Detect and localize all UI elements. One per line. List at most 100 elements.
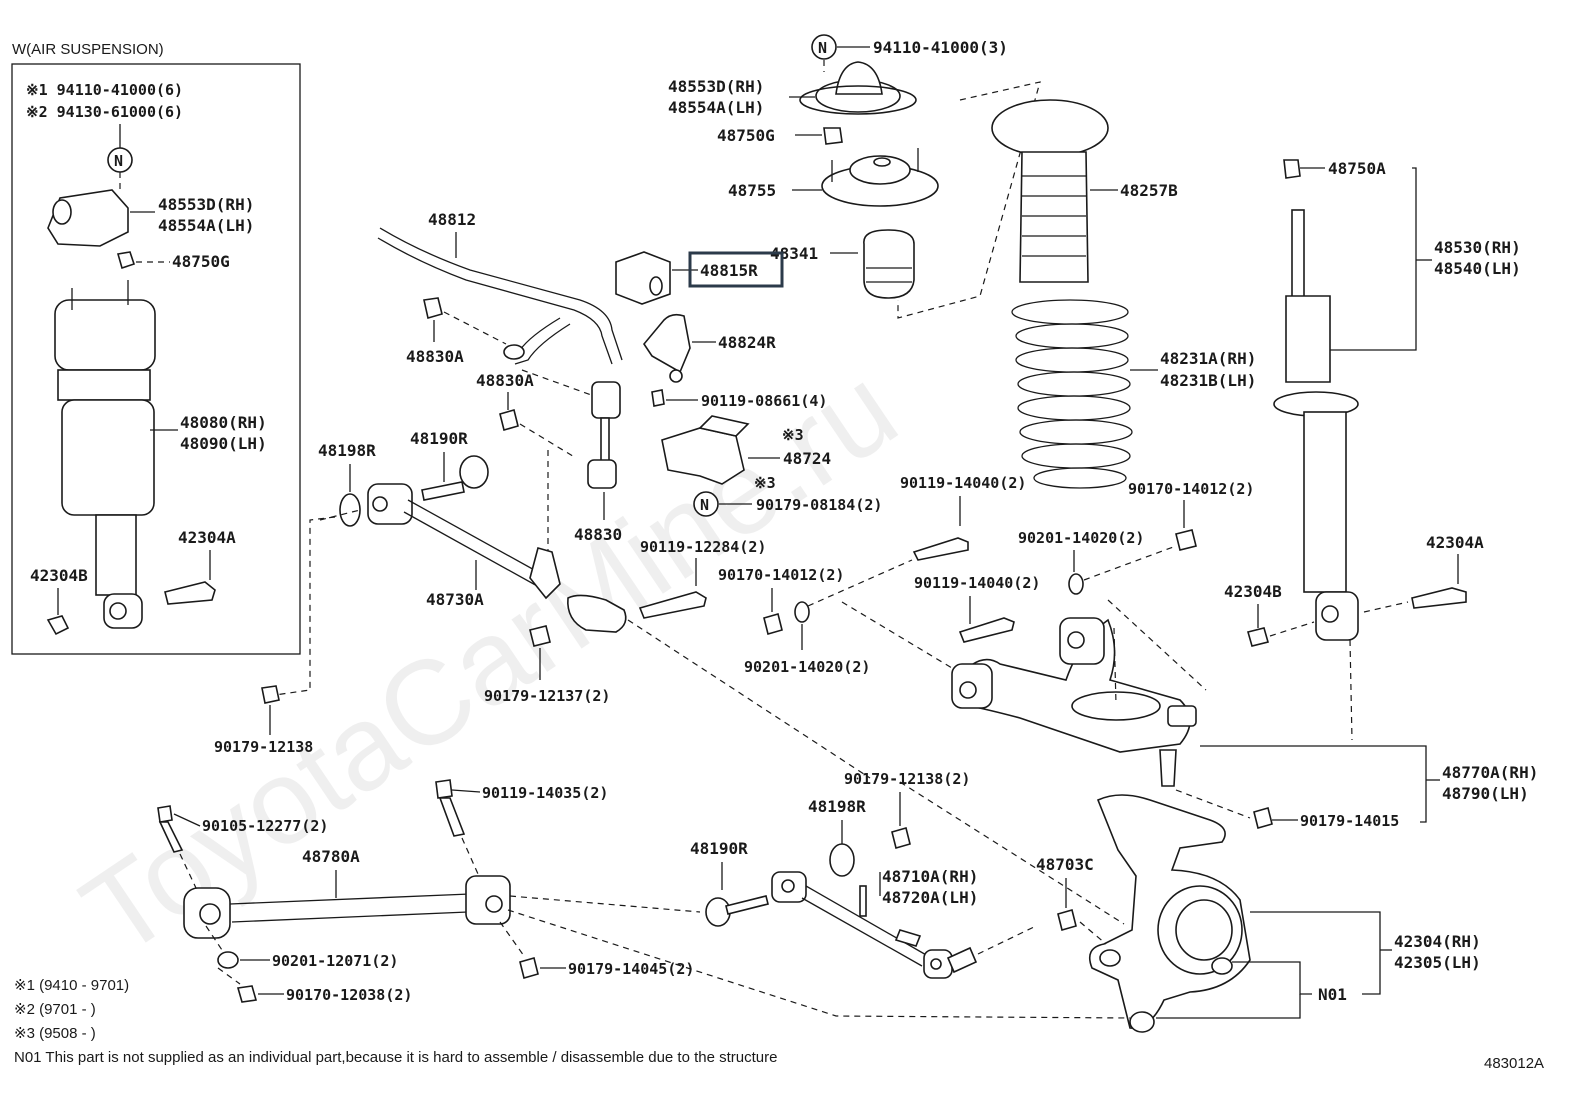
label-bolt-42304a: 42304A	[1426, 533, 1484, 552]
nut-12138-icon	[261, 685, 280, 704]
washer-14020a-icon	[794, 601, 810, 623]
label-cover: 48724	[783, 449, 831, 468]
spring-seat-part	[821, 148, 939, 207]
nut-14012b-icon	[1175, 529, 1197, 551]
label-knuckle-lh: 42305(LH)	[1394, 953, 1481, 972]
n-symbol-8184-text: N	[700, 496, 709, 514]
label-upper-arm-rh: 48770A(RH)	[1442, 763, 1538, 782]
label-nut-14045: 90179-14045(2)	[568, 960, 694, 978]
bound-bumper-part	[863, 229, 915, 299]
label-nut-8184: 90179-08184(2)	[756, 496, 882, 514]
air-bolt-label: 42304A	[178, 528, 236, 547]
label-bolt-14035: 90119-14035(2)	[482, 784, 608, 802]
label-boot: 48257B	[1120, 181, 1178, 200]
cushion-190-part	[421, 455, 489, 501]
air-mount-part	[47, 189, 129, 247]
strut-rod-part	[367, 483, 627, 633]
label-nut-14012a: 90170-14012(2)	[718, 566, 844, 584]
air-mount-lh: 48554A(LH)	[158, 216, 254, 235]
air-note-2: ※2 94130-61000(6)	[26, 103, 183, 121]
label-mount-lh: 48554A(LH)	[668, 98, 764, 117]
label-nut-12138b: 90179-12138(2)	[844, 770, 970, 788]
label-bolt-8661: 90119-08661(4)	[701, 392, 827, 410]
bracket-703-icon	[1057, 909, 1077, 931]
label-spring-rh: 48231A(RH)	[1160, 349, 1256, 368]
label-mount-rh: 48553D(RH)	[668, 77, 764, 96]
air-strut-rh: 48080(RH)	[180, 413, 267, 432]
air-nut2-label: 42304B	[30, 566, 88, 585]
label-lower-rear-lh: 48720A(LH)	[882, 888, 978, 907]
coil-spring-part	[1011, 299, 1133, 489]
label-top-nut: 94110-41000(3)	[873, 38, 1008, 57]
label-nut-12038: 90170-12038(2)	[286, 986, 412, 1004]
label-spring-lh: 48231B(LH)	[1160, 371, 1256, 390]
nut-14012a-icon	[763, 613, 783, 635]
stabilizer-cover-part	[661, 415, 750, 485]
upper-arm-part	[951, 617, 1197, 787]
air-strut-part	[54, 280, 156, 629]
air-note-1: ※1 94110-41000(6)	[26, 81, 183, 99]
nut-a-icon	[1283, 159, 1301, 179]
air-suspension-box	[11, 63, 301, 655]
air-mount-rh: 48553D(RH)	[158, 195, 254, 214]
air-nut2-icon	[46, 615, 70, 636]
label-link-nut-a1: 48830A	[406, 347, 464, 366]
label-washer-14020a: 90201-14020(2)	[744, 658, 870, 676]
footnote-1: ※1 (9410 - 9701)	[14, 977, 129, 994]
label-shock-rh: 48530(RH)	[1434, 238, 1521, 257]
label-nut-12137: 90179-12137(2)	[484, 687, 610, 705]
air-bolt-icon	[164, 581, 216, 605]
label-link-nut-a2: 48830A	[476, 371, 534, 390]
cushion-190b-part	[705, 895, 769, 927]
air-suspension-title: W(AIR SUSPENSION)	[12, 41, 164, 58]
bolt-42304a-icon	[1411, 587, 1467, 609]
label-nut-a: 48750A	[1328, 159, 1386, 178]
lower-rear-arm-part	[771, 871, 978, 979]
label-nut-14012b: 90170-14012(2)	[1128, 480, 1254, 498]
link-nut-a1-icon	[423, 297, 443, 320]
mark3-b: ※3	[754, 474, 776, 492]
bolt-8661-icon	[651, 389, 665, 407]
nut-42304b-icon	[1247, 627, 1269, 647]
label-bolt-14040b: 90119-14040(2)	[914, 574, 1040, 592]
nut-12137-icon	[529, 625, 551, 647]
nut-14045-icon	[519, 957, 539, 979]
air-strut-lh: 48090(LH)	[180, 434, 267, 453]
label-bracket-703: 48703C	[1036, 855, 1094, 874]
mark3-a: ※3	[782, 426, 804, 444]
label-washer-12071: 90201-12071(2)	[272, 952, 398, 970]
stabilizer-bracket-part	[643, 313, 691, 383]
top-n-symbol-text: N	[818, 39, 827, 57]
cushion-198-icon	[339, 493, 361, 527]
label-cushion-190: 48190R	[410, 429, 468, 448]
label-washer-14020b: 90201-14020(2)	[1018, 529, 1144, 547]
upper-mount-part	[799, 61, 917, 115]
stabilizer-bar-part	[377, 227, 623, 365]
label-nut-14015: 90179-14015	[1300, 812, 1399, 830]
air-nut-icon	[116, 251, 136, 270]
bolt-14040b-icon	[958, 617, 1015, 643]
label-bushing-selected[interactable]: 48815R	[700, 261, 758, 280]
lower-arm-part	[183, 875, 511, 939]
nut-14015-icon	[1253, 807, 1273, 829]
stabilizer-link-part	[587, 381, 621, 489]
label-nut-42304b: 42304B	[1224, 582, 1282, 601]
washer-14020b-icon	[1068, 573, 1084, 595]
footnote-3: ※3 (9508 - )	[14, 1025, 96, 1042]
label-bracket: 48824R	[718, 333, 776, 352]
shock-absorber-part	[1273, 209, 1359, 641]
label-stabilizer: 48812	[428, 210, 476, 229]
selected-part-highlight[interactable]	[688, 251, 784, 288]
label-lower-arm: 48780A	[302, 847, 360, 866]
label-knuckle-rh: 42304(RH)	[1394, 932, 1481, 951]
nut-12038-icon	[236, 985, 258, 1003]
bolt-12277-head	[157, 805, 173, 823]
link-nut-a2-icon	[499, 409, 519, 431]
label-cushion-198b: 48198R	[808, 797, 866, 816]
label-cushion-198: 48198R	[318, 441, 376, 460]
nut-12138b-icon	[891, 827, 911, 849]
label-seat: 48755	[728, 181, 776, 200]
n-symbol-8184-icon	[693, 491, 719, 517]
label-link: 48830	[574, 525, 622, 544]
